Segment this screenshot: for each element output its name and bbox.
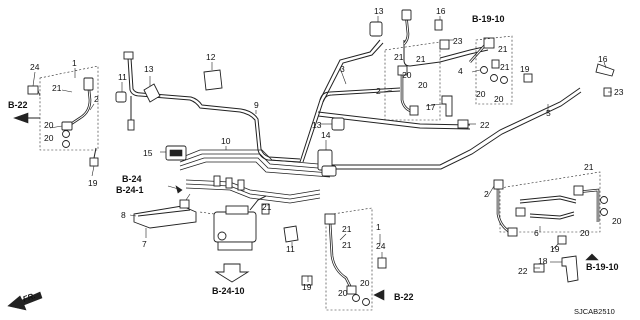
abs-bracket: [133, 193, 197, 229]
reference-labels: B-22 B-19-10 B-24 B-24-1 B-24-10 B-22 B-…: [8, 14, 619, 316]
callout-20: 20: [612, 216, 622, 226]
callout-19: 19: [88, 178, 98, 188]
callout-7: 7: [142, 239, 147, 249]
callout-20: 20: [44, 133, 54, 143]
callout-9: 9: [254, 100, 259, 110]
callout-24: 24: [30, 62, 40, 72]
callout-4: 4: [458, 66, 463, 76]
ref-b22-left: B-22: [8, 100, 28, 110]
callout-11: 11: [118, 72, 127, 82]
callout-20: 20: [494, 94, 504, 104]
callout-20: 20: [338, 288, 348, 298]
callout-20: 20: [476, 89, 486, 99]
rear-left-hose-group: [369, 9, 495, 129]
callout-21: 21: [394, 52, 404, 62]
abs-modulator: [199, 195, 267, 251]
callout-18: 18: [538, 256, 548, 266]
rear-right-top-group: [475, 35, 615, 105]
ref-b1910-bottom: B-19-10: [586, 262, 619, 272]
ref-b24-1: B-24-1: [116, 185, 144, 195]
callout-16: 16: [436, 6, 446, 16]
ref-b24-10: B-24-10: [212, 286, 245, 296]
callout-11: 11: [286, 244, 295, 254]
rear-right-hose-group: [493, 171, 608, 283]
callout-21: 21: [342, 240, 352, 250]
callout-20: 20: [418, 80, 428, 90]
callout-6: 6: [534, 228, 539, 238]
callout-19: 19: [550, 244, 560, 254]
main-brake-pipes: [123, 39, 582, 204]
callout-22: 22: [518, 266, 528, 276]
callout-21: 21: [342, 224, 352, 234]
callout-21: 21: [498, 44, 508, 54]
leader-lines: [32, 16, 612, 282]
callout-2: 2: [94, 94, 99, 104]
callout-12: 12: [206, 52, 216, 62]
callout-21: 21: [262, 202, 272, 212]
callout-8: 8: [121, 210, 126, 220]
front-direction-label: FR.: [22, 291, 37, 304]
callout-14: 14: [321, 130, 331, 140]
misc-clips: [115, 69, 345, 243]
callout-10: 10: [221, 136, 231, 146]
callout-19: 19: [302, 282, 312, 292]
callout-20: 20: [580, 228, 590, 238]
callout-23: 23: [453, 36, 463, 46]
callout-21: 21: [500, 62, 510, 72]
callout-24: 24: [376, 241, 386, 251]
callout-23: 23: [614, 87, 624, 97]
callout-21: 21: [52, 83, 62, 93]
callout-2: 2: [376, 86, 381, 96]
ref-b1910-top: B-19-10: [472, 14, 505, 24]
callout-21: 21: [416, 54, 426, 64]
callout-19: 19: [520, 64, 530, 74]
callout-17: 17: [426, 102, 436, 112]
callout-15: 15: [143, 148, 153, 158]
callout-13: 13: [374, 6, 384, 16]
callout-21: 21: [584, 162, 594, 172]
callout-numbers: 1 24 21 2 20 20 19 11 13 12 9 10 15 13 1…: [30, 6, 624, 298]
callout-1: 1: [72, 58, 77, 68]
diagram-code: SJCAB2510: [574, 307, 615, 316]
callout-13: 13: [312, 120, 322, 130]
callout-20: 20: [44, 120, 54, 130]
callout-22: 22: [480, 120, 490, 130]
callout-20: 20: [402, 70, 412, 80]
callout-5: 5: [546, 108, 551, 118]
callout-16: 16: [598, 54, 608, 64]
front-left-hose-group: [27, 65, 99, 167]
callout-1: 1: [376, 222, 381, 232]
callout-2: 2: [484, 189, 489, 199]
callout-13: 13: [144, 64, 154, 74]
section-arrows: [7, 112, 599, 311]
callout-20: 20: [360, 278, 370, 288]
front-right-hose-group: [301, 207, 387, 311]
ref-b24: B-24: [122, 174, 142, 184]
callout-3: 3: [340, 64, 345, 74]
ref-b22-bottom: B-22: [394, 292, 414, 302]
